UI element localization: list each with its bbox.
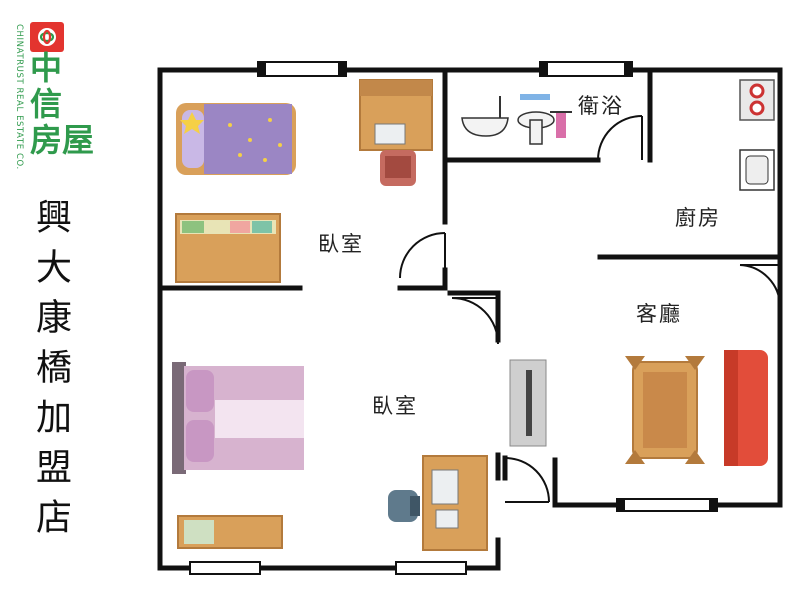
room-label-bathroom: 衛浴 [578,94,624,118]
brand-emblem-icon [30,22,64,52]
office-chair-icon [388,490,420,522]
sofa-icon [724,350,768,466]
towel-icon [550,111,572,138]
cabinet-icon [177,515,283,549]
room-label-bedroom-bottom: 臥室 [372,394,418,418]
coffee-table-icon [625,356,705,464]
room-label-bedroom-top: 臥室 [318,232,364,256]
tv-cabinet-icon [509,359,547,447]
bathtub-icon [461,96,509,137]
study-desk-icon [422,455,488,551]
bookshelf-icon [175,213,281,283]
store-name: 興大康橋加盟店 [30,198,71,548]
brand-name-line2: 房屋 [30,121,95,159]
room-label-living-room: 客廳 [636,302,682,326]
doors [399,115,782,503]
stove-icon [739,79,775,121]
windows [189,61,718,575]
brand-logo: CHINATRUST REAL ESTATE CO. 中信 房屋 [14,18,114,170]
brand-english-text: CHINATRUST REAL ESTATE CO. [14,24,24,170]
single-bed-icon [176,103,296,175]
desk-icon [359,79,433,151]
brand-name: 中信 房屋 [30,50,114,158]
double-bed-icon [172,362,304,474]
kitchen-sink-icon [739,149,775,191]
chair-icon [380,150,416,186]
sink-icon [517,94,555,145]
brand-name-line1: 中信 [30,49,63,123]
room-label-kitchen: 廚房 [675,206,721,230]
